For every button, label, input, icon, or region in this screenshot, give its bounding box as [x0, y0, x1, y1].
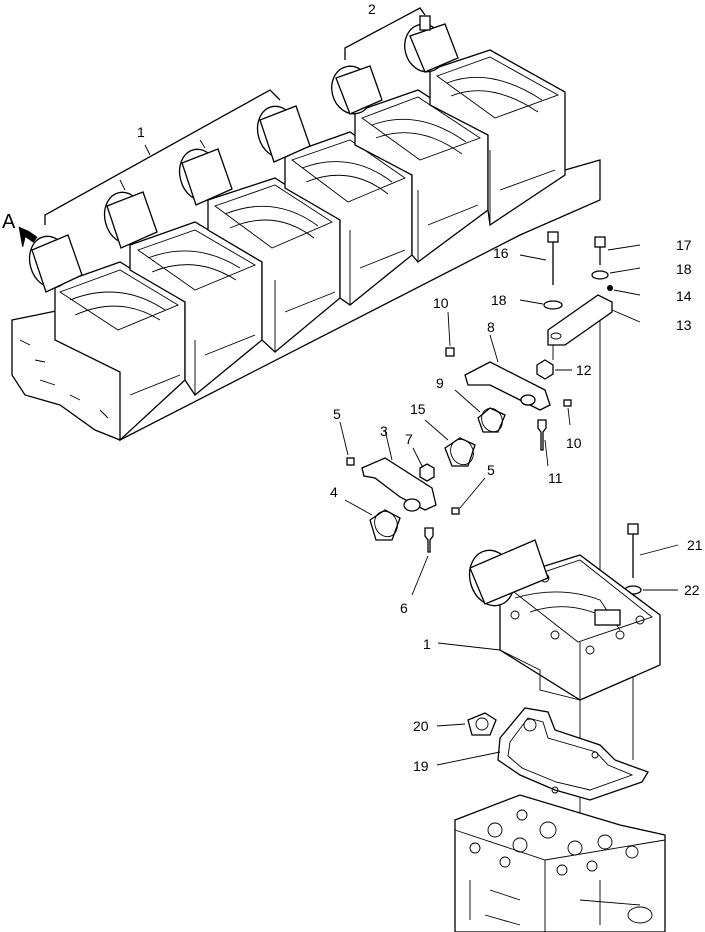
callout-label: 12: [576, 362, 592, 378]
callout-label: 18: [676, 261, 692, 277]
washer-18-right: 18: [591, 261, 692, 280]
callout-label: 10: [433, 295, 449, 311]
callout-label: 13: [676, 317, 692, 333]
view-arrow: A: [2, 211, 38, 247]
gasket-19: 19: [413, 707, 649, 801]
callout-label: 9: [436, 375, 444, 391]
bracket-13: 13: [547, 294, 692, 346]
callout-label: 1: [423, 636, 431, 652]
callout-label: 20: [413, 718, 429, 734]
cylinder-head-block-3: [178, 148, 341, 353]
bushing-15: 15: [410, 401, 476, 467]
screw-10-upper: 10: [433, 295, 455, 357]
nut-12: 12: [536, 359, 592, 380]
cylinder-head-block-2: [103, 191, 263, 396]
bolt-6: 6: [400, 527, 434, 616]
washer-18-left: 18: [491, 292, 563, 310]
bolt-21: 21: [627, 523, 703, 578]
callout-label: 14: [676, 288, 692, 304]
screw-10-lower: 10: [563, 399, 582, 451]
screw-5-upper: 5: [333, 406, 355, 466]
gasket-20: 20: [413, 712, 497, 736]
washer-22: 22: [624, 582, 700, 598]
callout-label: 18: [491, 292, 507, 308]
rocker-arm-3: 3: [361, 423, 437, 512]
rocker-arm-8: 8: [464, 319, 551, 411]
callout-label: 16: [493, 245, 509, 261]
callout-label: 4: [330, 484, 338, 500]
view-label: A: [2, 211, 16, 233]
cylinder-head-block-4: [256, 105, 413, 306]
nut-7: 7: [405, 431, 435, 482]
bushing-4: 4: [330, 484, 401, 541]
cylinder-head-block-5: [331, 65, 489, 263]
bolt-11: 11: [537, 419, 563, 486]
callout-label: 1: [137, 124, 145, 140]
callout-label: 5: [487, 462, 495, 478]
cylinder-head-1: 1: [423, 539, 661, 701]
bolt-17: 17: [594, 236, 692, 265]
cylinder-block: [454, 794, 666, 932]
callout-label: 5: [333, 406, 341, 422]
callout-label: 3: [380, 423, 388, 439]
plug-14: 14: [607, 285, 692, 304]
callout-label: 11: [548, 470, 563, 486]
callout-label: 17: [676, 237, 692, 253]
cylinder-head-block-6: [404, 15, 566, 227]
callout-label: 8: [487, 319, 495, 335]
callout-label: 15: [410, 401, 426, 417]
bolt-16: 16: [493, 231, 559, 285]
bracket-2: 2: [344, 1, 426, 60]
callout-label: 7: [405, 431, 413, 447]
callout-label: 21: [687, 537, 703, 553]
callout-label: 22: [684, 582, 700, 598]
engine-assembly: [11, 15, 601, 442]
callout-label: 2: [368, 1, 376, 17]
bracket-1-top: 1: [44, 89, 281, 225]
screw-5-lower: 5: [451, 462, 495, 515]
callout-label: 6: [400, 600, 408, 616]
callout-label: 10: [566, 435, 582, 451]
bushing-9: 9: [436, 375, 506, 433]
callout-label: 19: [413, 758, 429, 774]
